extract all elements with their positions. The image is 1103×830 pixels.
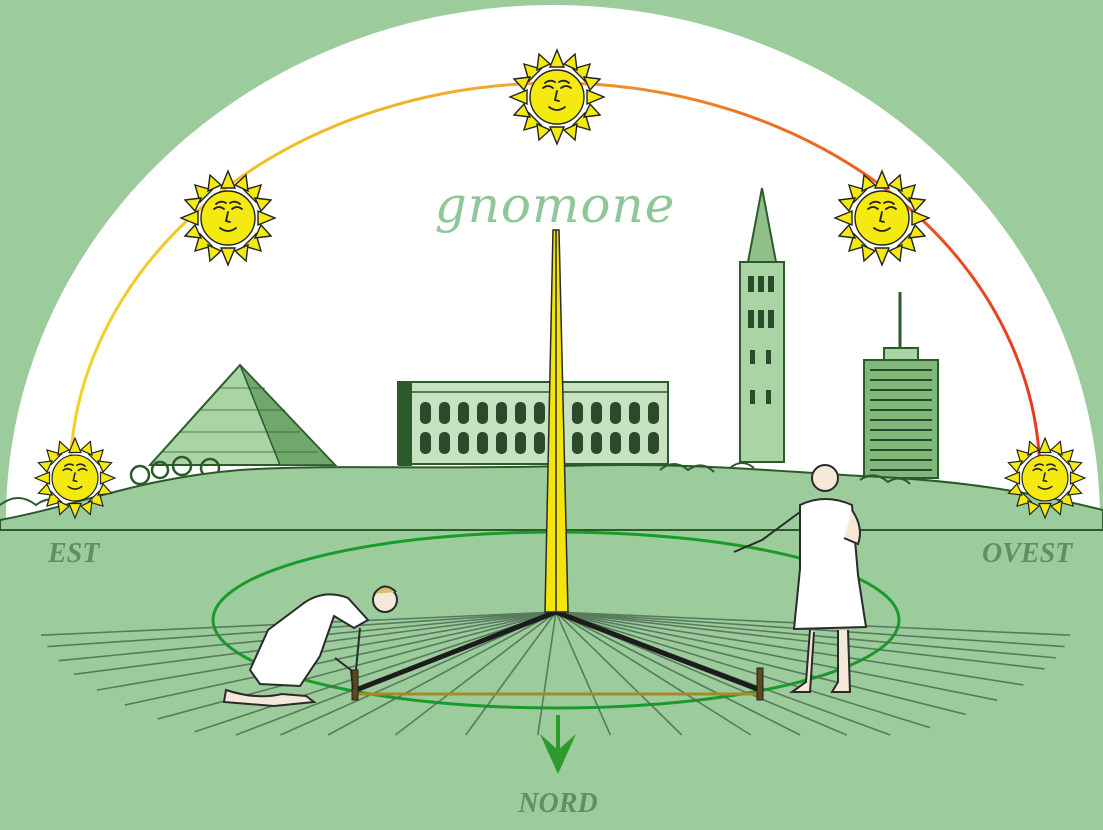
colosseum-icon [398, 382, 668, 466]
sun-icon [510, 50, 604, 144]
label-east: EST [47, 538, 101, 569]
sun-icon [835, 171, 929, 265]
sun-icon [181, 171, 275, 265]
sun-icon [1005, 438, 1085, 518]
sun-icon [35, 438, 115, 518]
diagram-title: gnomone [435, 176, 676, 234]
label-north: NORD [517, 788, 597, 819]
label-west: OVEST [982, 538, 1074, 569]
